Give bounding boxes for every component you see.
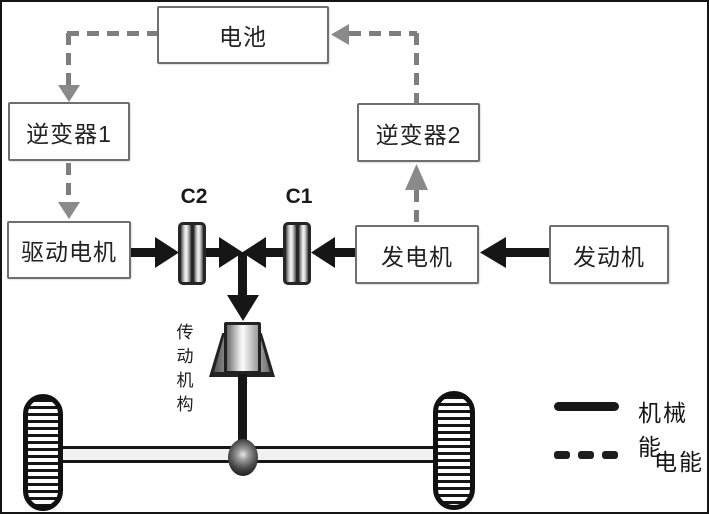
clutch-c1 [283, 222, 311, 285]
right-wheel [433, 391, 475, 510]
c2-to-junction-line [206, 248, 220, 257]
generator-box: 发电机 [355, 225, 479, 284]
junction-to-c1-line [265, 248, 284, 257]
inverter2-label: 逆变器2 [375, 121, 462, 148]
arrow-into-transmission-icon [227, 295, 259, 321]
clutch-plate [181, 225, 191, 282]
battery-to-inverter1-wire-vertical [66, 33, 71, 85]
inverter1-to-motor-wire [66, 163, 71, 203]
clutch-plate [286, 225, 296, 282]
transmission-cylinder [224, 322, 261, 374]
clutch-c1-label: C1 [285, 185, 313, 208]
transmission-label: 传动机构 [176, 323, 194, 415]
legend-electrical-line [554, 451, 618, 459]
inverter1-label: 逆变器1 [26, 120, 112, 147]
left-wheel [23, 394, 63, 511]
drive-motor-box: 驱动电机 [7, 221, 131, 279]
arrow-into-generator-icon [480, 237, 506, 268]
clutch-c2 [178, 222, 206, 285]
legend-electrical-dash [578, 451, 594, 459]
arrow-into-drive-motor-icon [58, 202, 80, 219]
legend-electrical-dash [602, 451, 618, 459]
arrow-into-inverter1-icon [58, 85, 80, 102]
clutch-plate [298, 225, 308, 282]
battery-label: 电池 [219, 24, 267, 50]
inverter2-box: 逆变器2 [357, 103, 480, 162]
arrow-into-battery-icon [331, 24, 349, 45]
engine-shaft-line [505, 248, 550, 257]
differential [228, 439, 258, 476]
motor-shaft-line [130, 248, 156, 257]
inverter1-box: 逆变器1 [8, 102, 130, 161]
generator-to-inverter2-wire [414, 190, 419, 225]
legend-mechanical-label: 机械能 [638, 400, 688, 460]
junction-down-line [238, 252, 247, 296]
generator-shaft-line [334, 248, 356, 257]
legend-mechanical-line [554, 402, 619, 411]
transmission-output-shaft [238, 374, 247, 449]
engine-box: 发动机 [549, 225, 669, 284]
clutch-plate [193, 225, 203, 282]
clutch-c2-label: C2 [180, 185, 208, 208]
arrow-into-c1-icon [311, 237, 335, 268]
inverter2-to-battery-wire-vertical [414, 33, 419, 103]
arrow-into-inverter2-icon [405, 164, 428, 190]
battery-box: 电池 [157, 6, 329, 64]
legend-electrical-dash [554, 451, 570, 459]
arrow-into-c2-icon [155, 237, 179, 268]
battery-to-inverter1-wire-horizontal [67, 31, 159, 36]
generator-label: 发电机 [381, 243, 453, 270]
engine-label: 发动机 [573, 243, 645, 270]
inverter2-to-battery-wire-horizontal [349, 31, 417, 36]
drive-motor-label: 驱动电机 [21, 239, 117, 265]
legend-electrical-label: 电能 [654, 449, 704, 475]
